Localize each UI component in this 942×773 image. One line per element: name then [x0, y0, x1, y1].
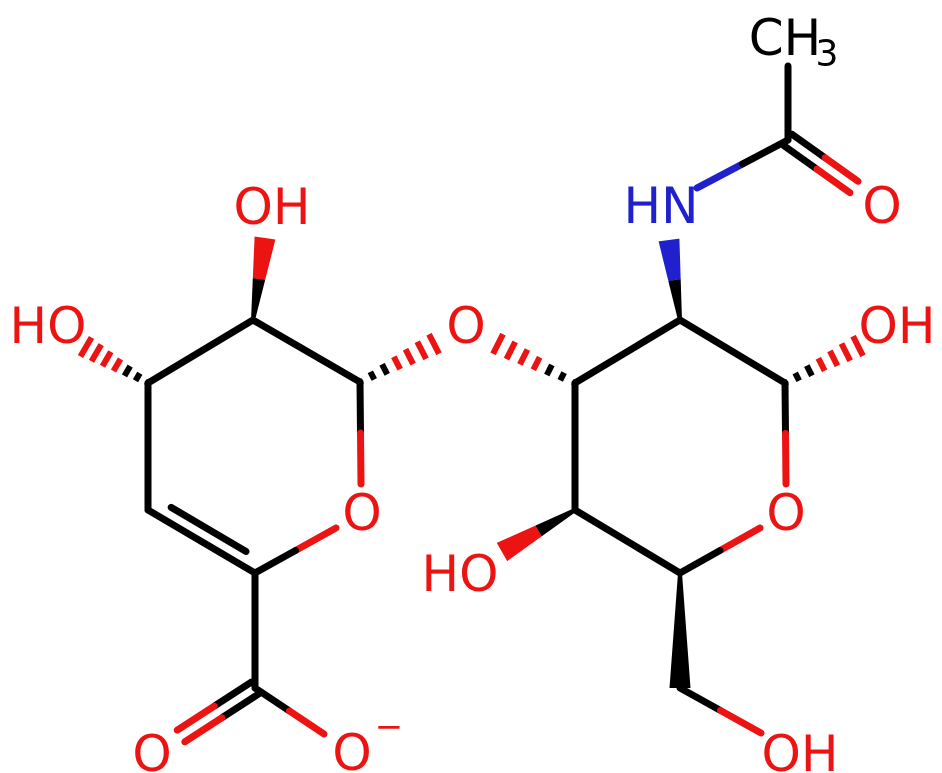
bond-hash-c3-ho-h3	[110, 357, 124, 373]
bond-carboxyl-dbl-o-0-a	[218, 690, 263, 722]
bond-hash-c3p-oglyc-h3	[530, 355, 543, 372]
bond-acetyl-dbl-o-1-a	[780, 142, 821, 173]
bond-carboxyl-single-o-a	[251, 684, 293, 715]
atom-label-ho-right: HO	[422, 545, 499, 603]
bond-acetyl-dbl-o-0-b	[821, 154, 862, 185]
bond-acetyl-dbl-o-1-b	[813, 165, 854, 197]
bond-hash-c1p-oh-h4	[827, 349, 841, 368]
bond-lring-c2-c1	[249, 316, 364, 386]
atom-label-carboxylate-minus: −	[375, 707, 404, 747]
atom-label-o-carboxyl-double: O	[132, 725, 171, 773]
bond-hash-c1-oglyc-h2	[379, 362, 390, 376]
atom-label-methyl-subscript: 3	[816, 34, 839, 75]
atom-label-oh-bottom-right: OH	[762, 725, 839, 773]
bond-hash-c1p-oh-h2	[804, 364, 815, 378]
bond-hash-c1-oglyc-h0	[355, 377, 365, 387]
bond-wedge-c2-oh-a	[251, 278, 266, 321]
bond-hash-c3p-oglyc-h5	[503, 340, 518, 361]
bond-lring-c1-oring-b	[357, 429, 365, 488]
bond-rring-c2-c1	[676, 316, 789, 387]
bond-hash-c3-ho-h5	[88, 343, 104, 363]
bond-hash-c1-oglyc-h6	[426, 332, 442, 356]
bond-hash-c1p-oh-h1	[792, 371, 802, 383]
bond-lring-c1-oring-a	[356, 378, 364, 437]
bond-hash-c3-ho-h4	[99, 350, 114, 368]
bond-wedge-c2-n-a	[668, 279, 682, 321]
bond-hash-c1p-oh-h6	[850, 334, 866, 358]
bond-carboxyl-dbl-o-1-a	[210, 678, 255, 710]
bond-rring-c3-c2	[571, 316, 684, 387]
bond-ch2-oh-a	[676, 684, 724, 714]
bond-ch2-oh-b	[717, 707, 765, 737]
bond-wedge-c4p-ho-b	[496, 525, 542, 562]
bond-hash-c1p-oh-h0	[780, 378, 790, 388]
bond-rring-oring-c5-b	[676, 547, 724, 577]
bond-hash-c3-ho-h2	[121, 364, 133, 378]
bond-hash-c3p-oglyc-h4	[517, 348, 531, 366]
bond-hash-c3p-oglyc-h2	[544, 363, 555, 377]
atom-label-ho-left: HO	[10, 297, 87, 355]
atom-label-hn-amide: HN	[624, 177, 699, 235]
bond-hash-c1p-oh-h5	[838, 342, 853, 363]
atom-label-o-glycosidic: O	[446, 297, 485, 355]
bond-wedge-c5p-ch2-a	[673, 573, 687, 631]
bond-rring-oring-c5-a	[716, 524, 764, 554]
bond-wedge-c2-oh-b	[252, 236, 276, 280]
bond-n-carbonyl-a	[693, 160, 746, 192]
bond-lring-c3-c2	[144, 316, 257, 387]
bond-rring-c1-oring-a	[781, 379, 789, 437]
bond-rring-c1-oring-b	[782, 430, 790, 488]
atom-label-ch-methyl: CH	[749, 9, 822, 67]
bond-hash-c1-oglyc-h3	[391, 355, 403, 371]
atom-label-o-ring-left: O	[342, 484, 381, 542]
bond-wedge-c5p-ch2-b	[669, 630, 691, 688]
bond-hash-c3-ho-h1	[132, 371, 143, 383]
bond-carboxyl-single-o-b	[286, 707, 328, 738]
bond-lring-oring-c5-b	[251, 547, 299, 577]
bond-lring-c4-c5-double	[144, 506, 259, 577]
bond-wedge-c4p-ho-a	[535, 508, 576, 537]
bond-rring-c5-c4	[571, 506, 684, 577]
bond-carboxyl-dbl-o-1-b	[173, 702, 218, 734]
bond-hash-c1p-oh-h3	[815, 356, 828, 373]
bond-lring-c4-c5-double-inner	[167, 503, 250, 555]
bond-carboxyl-dbl-o-0-b	[181, 714, 226, 746]
bond-hash-c3-ho-h6	[77, 335, 95, 359]
bond-acetyl-dbl-o-0-a	[788, 130, 829, 162]
atom-label-o-acetyl: O	[862, 177, 901, 235]
atom-label-o-carboxylate: O	[332, 724, 371, 773]
bond-wedge-c2-n-b	[658, 238, 681, 281]
bond-hash-c3p-oglyc-h1	[557, 371, 567, 382]
bond-hash-c1-oglyc-h5	[414, 340, 429, 361]
atom-label-oh-anomeric: OH	[859, 297, 936, 355]
bond-hash-c1-oglyc-h4	[402, 347, 416, 366]
atom-label-o-ring-right: O	[766, 484, 805, 542]
bond-lring-oring-c5-a	[292, 524, 340, 554]
bond-hash-c3-ho-h0	[143, 378, 153, 388]
bond-hash-c1-oglyc-h1	[367, 370, 377, 381]
bond-n-carbonyl-b	[739, 136, 792, 168]
atom-label-oh-left-top: OH	[234, 178, 311, 236]
bond-hash-c3p-oglyc-h6	[490, 332, 506, 356]
